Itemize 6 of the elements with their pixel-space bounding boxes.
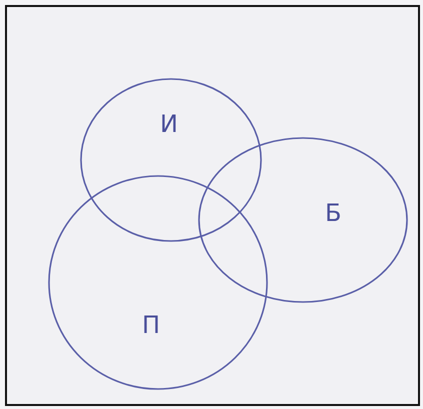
venn-ellipse bbox=[198, 137, 408, 303]
venn-ellipse bbox=[80, 78, 262, 242]
set-label: И bbox=[160, 112, 178, 136]
set-label: Б bbox=[325, 201, 342, 225]
set-label: П bbox=[142, 313, 160, 337]
venn-ellipse bbox=[48, 175, 268, 390]
